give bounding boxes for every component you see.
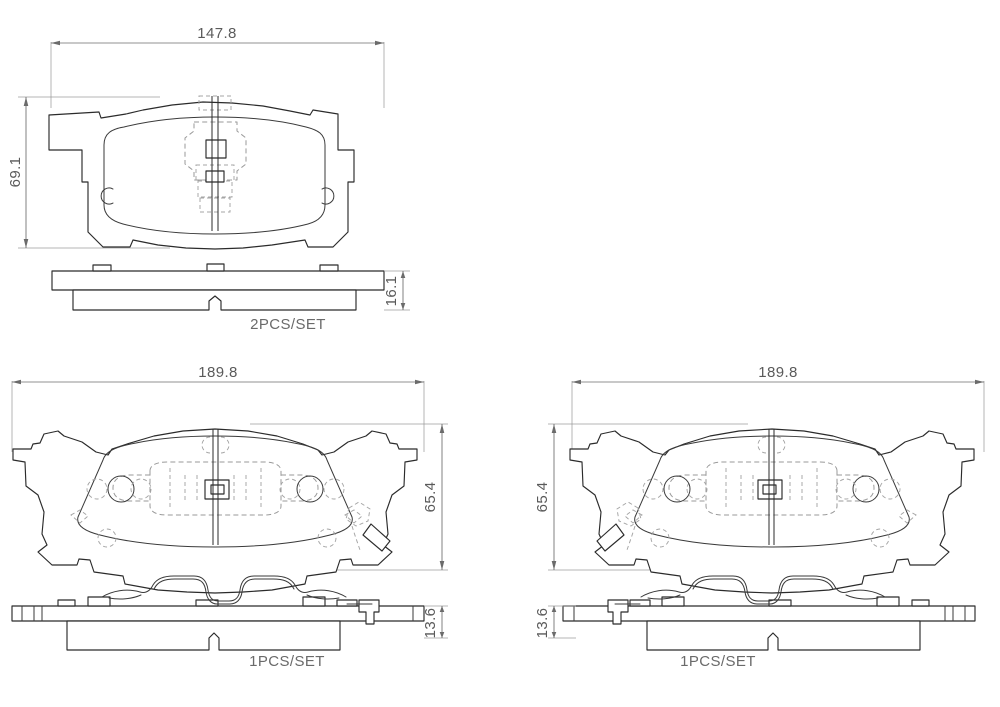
bl-dim-label-width: 189.8 (198, 364, 238, 381)
small-pad-friction-block (72, 289, 357, 311)
dim-label-height-top: 69.1 (7, 157, 24, 188)
br-dimension-thickness-13: 13.6 (534, 606, 557, 639)
bl-dim-label-height: 65.4 (422, 482, 439, 513)
large-left-hole-1 (86, 478, 108, 500)
bl-dim-label-thickness: 13.6 (422, 608, 439, 639)
small-pad-outline (48, 101, 355, 250)
large-right-hidden-lobe (837, 474, 875, 502)
large-right-pad-mirror-group (569, 428, 975, 594)
large-right-side-tab-1 (911, 599, 930, 607)
large-right-wear-sensor-tab (596, 523, 625, 552)
br-dim-label-height: 65.4 (534, 482, 551, 513)
small-pad-center-rivet (205, 139, 227, 159)
large-left-friction-outline (77, 435, 353, 548)
large-right-side-tab-5 (629, 599, 651, 607)
br-note-quantity: 1PCS/SET (680, 653, 756, 670)
large-right-ear-stem (626, 525, 636, 551)
large-left-side-sensor-bracket (358, 599, 380, 625)
small-pad-hidden-rect-top (198, 95, 232, 111)
large-left-hole-lower-left (97, 528, 117, 548)
large-left-spring-clip-base (153, 578, 295, 605)
small-pad-tab-left (92, 264, 112, 272)
large-right-side-view (562, 575, 976, 651)
dim-label-width-top: 147.8 (197, 25, 237, 42)
br-dimension-width-189: 189.8 (572, 364, 984, 385)
large-left-side-tab-3 (195, 599, 219, 607)
large-left-backing-plate (11, 605, 425, 622)
large-right-hole-5 (663, 475, 691, 503)
large-right-friction-outline (634, 435, 910, 548)
br-dim-label-width: 189.8 (758, 364, 798, 381)
large-right-backing-plate (562, 605, 976, 622)
large-left-hole-6 (323, 478, 345, 500)
dim-label-thickness-top: 16.1 (383, 276, 400, 307)
large-left-hole-5 (296, 475, 324, 503)
large-right-hole-4 (686, 478, 708, 500)
br-dimension-height-65: 65.4 (534, 424, 557, 570)
dimension-width-147: 147.8 (51, 25, 384, 46)
large-left-hole-3 (130, 478, 152, 500)
bl-dimension-width-189: 189.8 (12, 364, 424, 385)
small-pad-tab-right (319, 264, 339, 272)
large-left-spring-clip (101, 575, 347, 602)
dimension-thickness-16: 16.1 (383, 271, 406, 310)
large-left-top-hole-a (201, 436, 211, 454)
bottom-right-pad-view: 189.8 65.4 (534, 364, 985, 670)
large-left-ear-stem (351, 525, 361, 551)
large-right-side-sensor-bracket (607, 599, 629, 625)
br-dim-label-thickness: 13.6 (534, 608, 551, 639)
large-left-side-tab-2 (87, 596, 111, 607)
large-right-hole-1 (879, 478, 901, 500)
large-right-hole-lower-right (650, 528, 670, 548)
large-left-side-tab-1 (57, 599, 76, 607)
large-right-hidden-pattern (705, 461, 838, 516)
large-right-side-tab-2 (876, 596, 900, 607)
small-pad-tab-center (206, 263, 225, 272)
dimension-height-69: 69.1 (7, 97, 29, 248)
bottom-left-pad-view: 189.8 65.4 (11, 364, 448, 670)
small-pad-friction-outline (103, 116, 326, 235)
small-pad-notch-left (100, 187, 114, 205)
large-right-hidden-lobe-r (668, 474, 706, 502)
large-left-hidden-pattern (149, 461, 282, 516)
large-left-spring-clip-inner (108, 594, 340, 600)
large-right-top-hole-b (757, 436, 767, 454)
top-left-pad-view: 147.8 69.1 (7, 25, 410, 333)
large-right-spring-clip (640, 575, 886, 602)
large-right-ear-ring-right (616, 501, 642, 527)
large-left-side-view (11, 575, 425, 651)
bl-dimension-thickness-13: 13.6 (422, 606, 445, 639)
large-left-side-tab-5 (336, 599, 358, 607)
small-pad-center-rivet-lower (205, 170, 225, 183)
large-right-hole-2 (852, 475, 880, 503)
small-pad-backing-plate (51, 270, 385, 291)
large-right-hole-3 (835, 478, 857, 500)
large-left-top-hole-b (220, 436, 230, 454)
large-left-wear-sensor-tab (362, 523, 391, 552)
large-left-friction-block (66, 620, 341, 651)
small-pad-notch-right (321, 187, 335, 205)
large-right-hole-lower-left (870, 528, 890, 548)
large-left-hidden-lobe (112, 474, 150, 502)
small-pad-hidden-rect-bottom (199, 197, 231, 213)
large-left-hidden-lobe-r (281, 474, 319, 502)
large-right-top-hole-a (776, 436, 786, 454)
large-right-spring-clip-base (692, 578, 834, 605)
large-right-friction-block (646, 620, 921, 651)
large-right-side-tab-3 (768, 599, 792, 607)
bl-dimension-height-65: 65.4 (422, 424, 445, 570)
large-right-spring-clip-inner (647, 594, 879, 600)
large-right-hole-6 (642, 478, 664, 500)
small-pad-hidden-shim (184, 121, 247, 181)
large-left-hole-2 (107, 475, 135, 503)
small-pad-side-view: 16.1 (51, 263, 410, 311)
large-left-ear-ring-right (345, 501, 371, 527)
note-quantity-top: 2PCS/SET (250, 316, 326, 333)
large-left-hole-4 (279, 478, 301, 500)
large-left-hole-lower-right (317, 528, 337, 548)
bl-note-quantity: 1PCS/SET (249, 653, 325, 670)
